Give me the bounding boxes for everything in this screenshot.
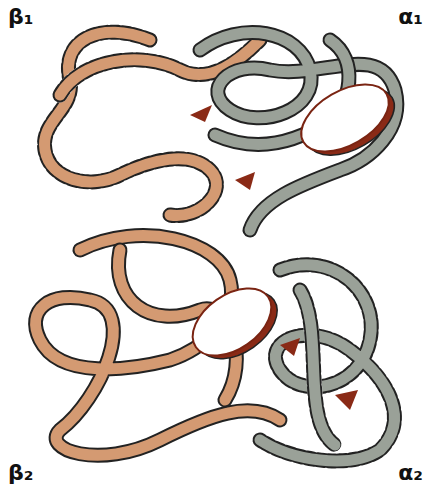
heme-alpha1 [290,69,406,170]
chain-label: β₂ [8,462,33,484]
chain-label: α₂ [398,462,423,484]
alpha2-chain [260,265,394,461]
beta1-chain [45,32,260,215]
heme-beta2 [180,273,289,374]
chain-label: β₁ [8,6,33,28]
chain-label: α₁ [398,6,423,28]
heme-edge-marks [190,105,358,410]
